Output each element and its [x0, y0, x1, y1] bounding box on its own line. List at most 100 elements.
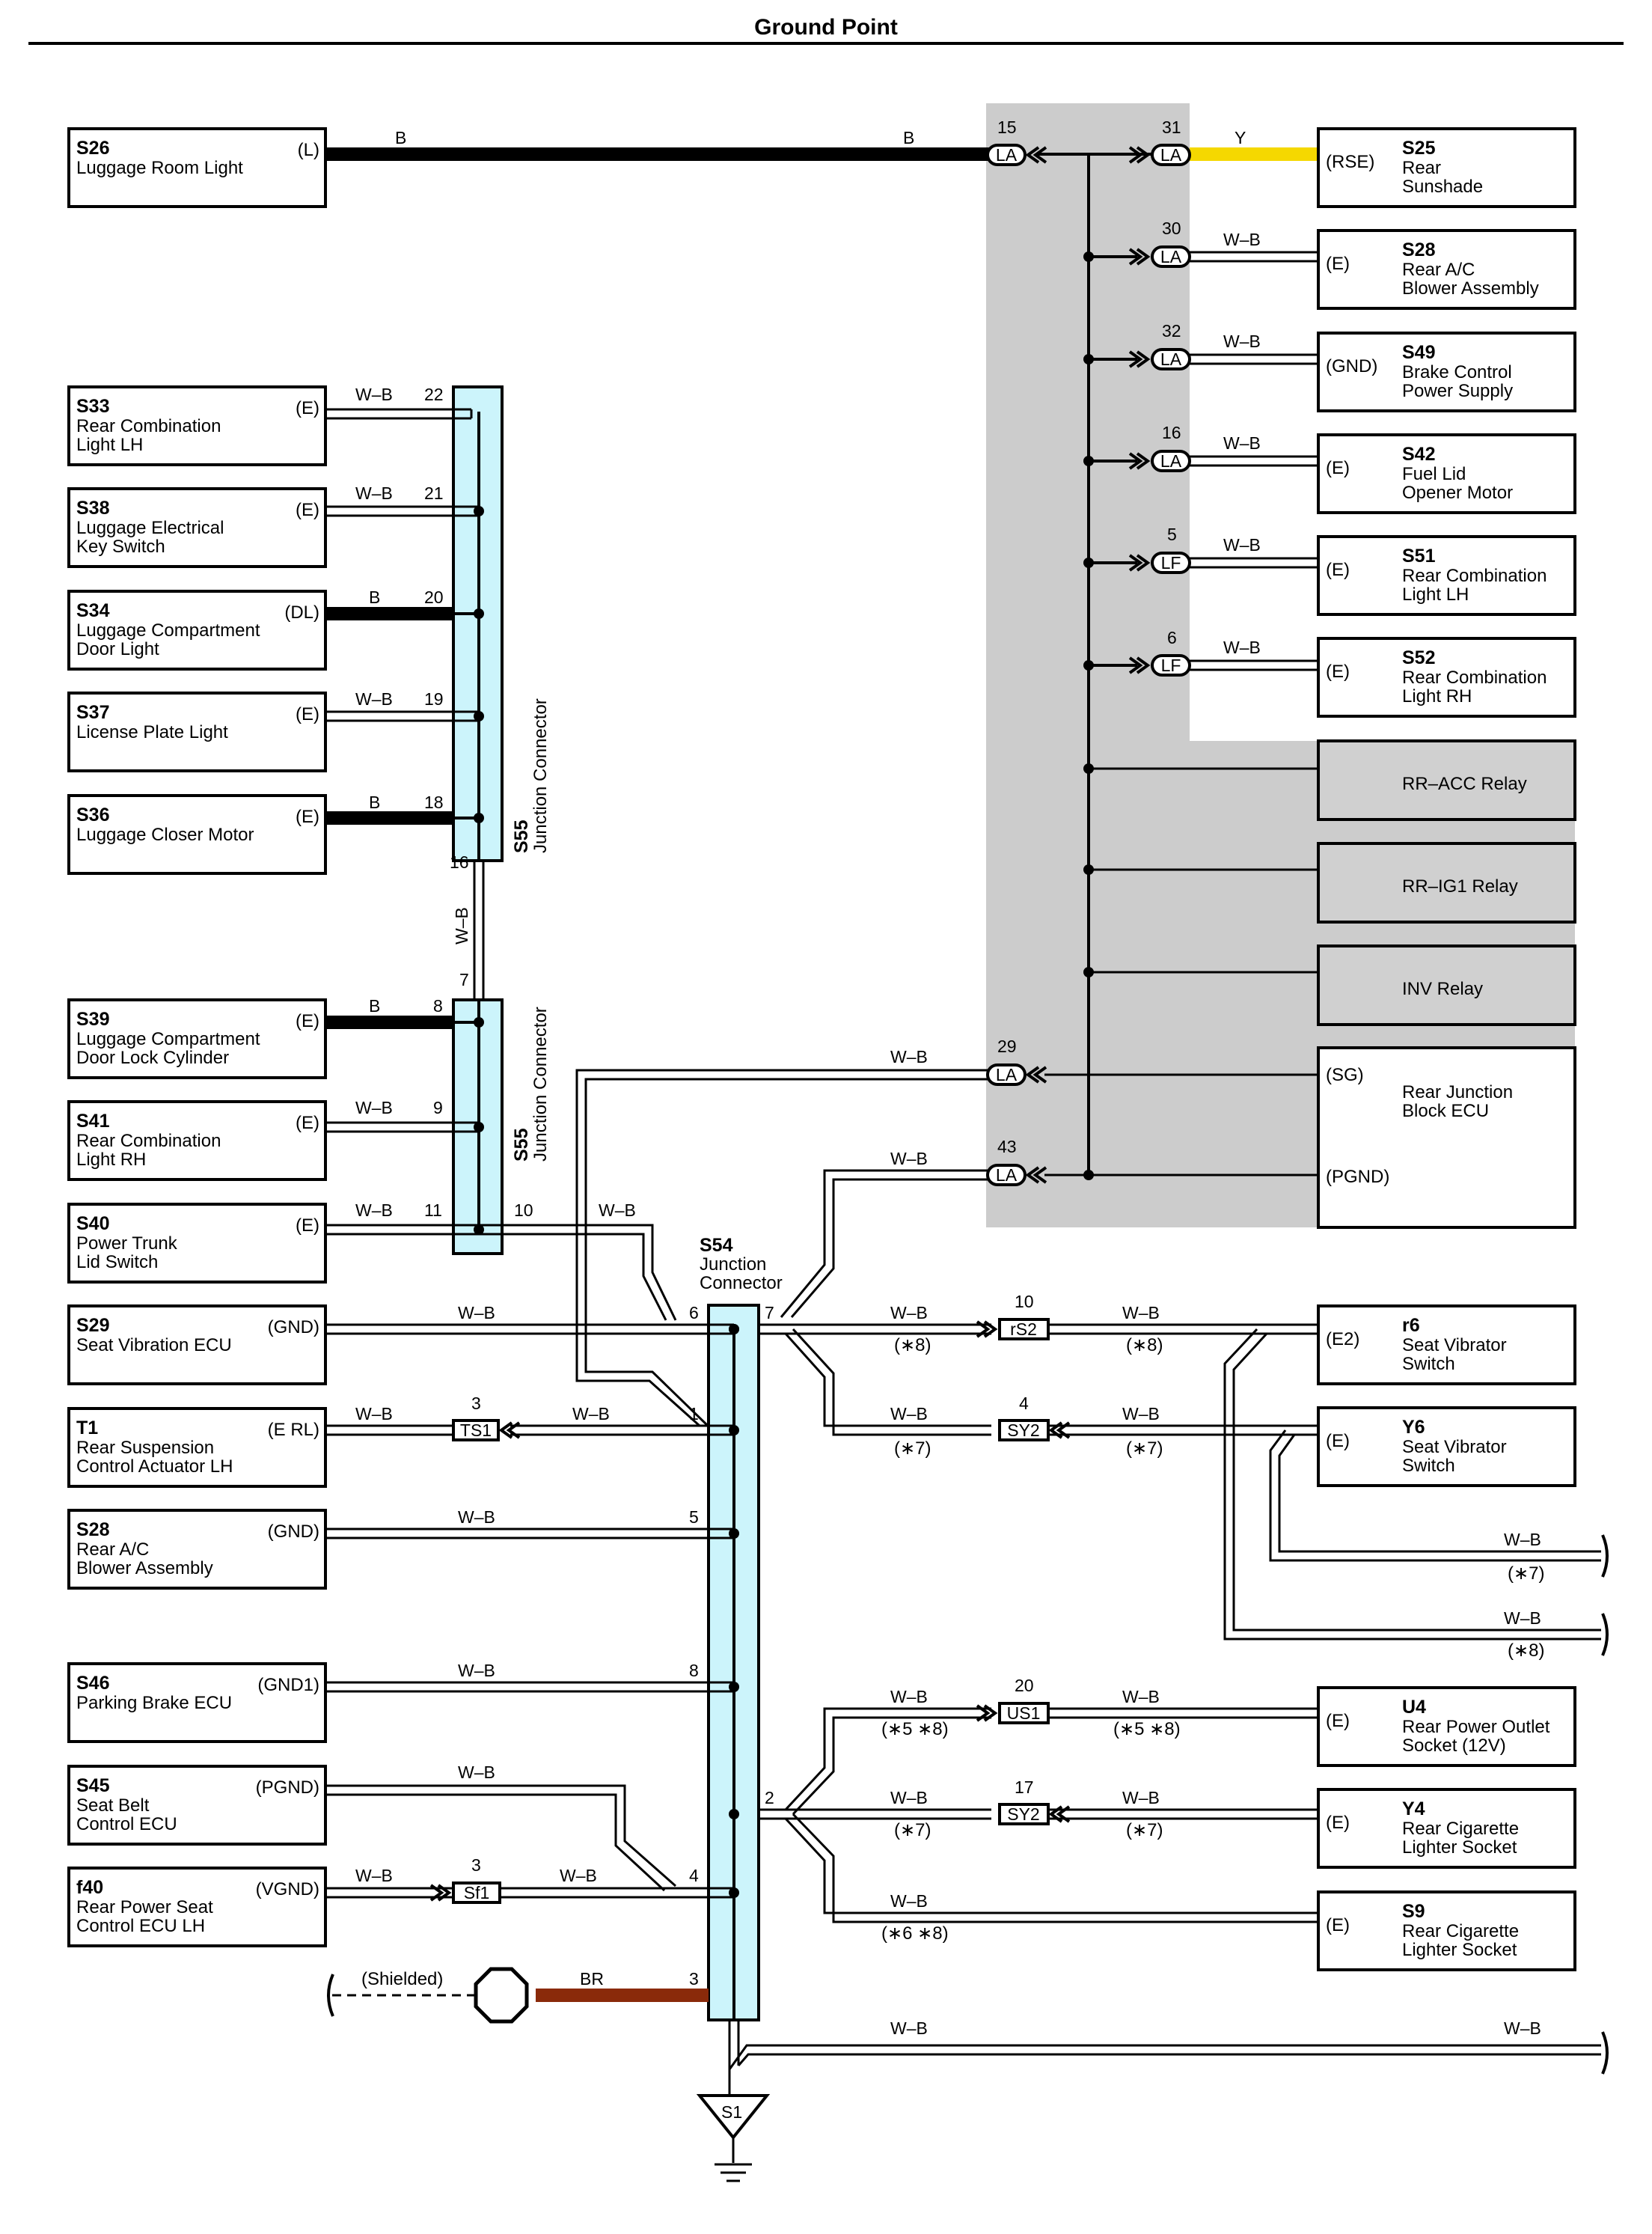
component-code: S40: [76, 1213, 109, 1234]
svg-text:(∗7): (∗7): [1508, 1563, 1544, 1584]
connector-la15: LA: [986, 144, 1047, 166]
component-name: Luggage Room Light: [76, 158, 243, 178]
svg-text:TS1: TS1: [460, 1420, 492, 1440]
component-name: Rear Cigarette: [1402, 1819, 1519, 1839]
svg-text:LA: LA: [996, 1165, 1018, 1185]
svg-text:16: 16: [1162, 423, 1181, 442]
svg-text:W–B: W–B: [890, 1788, 928, 1807]
component-name: Fuel Lid: [1402, 464, 1466, 484]
wires-s55-lower: [325, 1016, 677, 1321]
component-code: U4: [1402, 1697, 1426, 1718]
svg-text:W–B: W–B: [599, 1200, 636, 1220]
svg-text:S55: S55: [511, 820, 532, 853]
component-name: Switch: [1402, 1456, 1455, 1476]
component-pin: (E): [296, 1113, 319, 1133]
svg-text:W–B: W–B: [458, 1303, 495, 1322]
svg-text:(∗8): (∗8): [1126, 1335, 1163, 1355]
component-pin: (E): [296, 704, 319, 724]
svg-text:US1: US1: [1007, 1703, 1041, 1723]
svg-text:(PGND): (PGND): [1326, 1167, 1389, 1187]
svg-text:8: 8: [689, 1661, 699, 1680]
svg-text:20: 20: [1015, 1676, 1034, 1695]
svg-text:4: 4: [1019, 1394, 1029, 1413]
component-name: Rear Combination: [1402, 566, 1547, 586]
svg-text:3: 3: [471, 1394, 481, 1413]
s55-lower-label: S55 Junction Connector: [511, 1007, 551, 1162]
wires-s54-left-labels: W–B 6 W–B W–B 1 W–B 5 W–B 8 W–B W–B W–B …: [355, 1303, 699, 1989]
svg-text:(∗5 ∗8): (∗5 ∗8): [1113, 1719, 1181, 1739]
component-name: Light RH: [1402, 686, 1472, 706]
pin-label: 31: [1162, 118, 1181, 137]
shield-ground-symbol: [327, 1967, 529, 2024]
wires-s54-left: [325, 1323, 739, 2002]
svg-text:6: 6: [689, 1303, 699, 1322]
svg-text:W–B: W–B: [355, 1098, 393, 1117]
wires-s55-upper: [325, 408, 484, 825]
component-pin: (DL): [284, 602, 319, 623]
component-name: Light LH: [76, 435, 143, 455]
component-name: Control Actuator LH: [76, 1456, 233, 1477]
svg-text:B: B: [369, 793, 380, 812]
svg-text:SY2: SY2: [1007, 1420, 1039, 1440]
svg-text:W–B: W–B: [890, 1404, 928, 1423]
svg-text:19: 19: [424, 689, 444, 709]
connector-la29: LA 29: [986, 1037, 1047, 1086]
svg-text:W–B: W–B: [1504, 1530, 1541, 1549]
svg-text:W–B: W–B: [355, 483, 393, 503]
svg-text:32: 32: [1162, 321, 1181, 341]
svg-text:9: 9: [433, 1098, 443, 1117]
svg-text:W–B: W–B: [355, 689, 393, 709]
component-code: S28: [76, 1519, 110, 1540]
component-code: Y6: [1402, 1417, 1425, 1438]
wire-color-label: B: [395, 128, 406, 147]
relay-rr-acc: RR–ACC Relay: [1317, 739, 1576, 821]
component-name: Lighter Socket: [1402, 1837, 1517, 1858]
wires-s55-upper-labels: W–B 22 W–B 21 B 20 W–B 19 B 18: [355, 385, 444, 812]
wire-color-label: Y: [1235, 128, 1246, 147]
component-code: r6: [1402, 1315, 1420, 1336]
svg-text:SY2: SY2: [1007, 1804, 1039, 1824]
wire-continuation-mark: [1601, 2031, 1609, 2075]
component-code: S34: [76, 600, 110, 621]
component-name: Rear Power Seat: [76, 1897, 213, 1917]
rear-junction-block-ecu: (SG) (PGND) Rear Junction Block ECU: [1317, 1046, 1576, 1229]
component-name: Seat Belt: [76, 1795, 150, 1816]
wire-la29-s54-1: [575, 1069, 988, 1427]
s54-label: S54 Junction Connector: [700, 1235, 783, 1293]
component-pin: (E): [296, 500, 319, 520]
svg-text:W–B: W–B: [355, 1200, 393, 1220]
component-pin: (E): [1326, 1813, 1350, 1833]
svg-text:Junction Connector: Junction Connector: [530, 1007, 551, 1162]
svg-text:B: B: [369, 588, 380, 607]
svg-text:(SG): (SG): [1326, 1065, 1364, 1085]
svg-text:Junction Connector: Junction Connector: [530, 698, 551, 853]
ground-point-s1: [696, 2020, 1601, 2182]
wire-continuation-mark: [1601, 1534, 1609, 1578]
component-code: S33: [76, 396, 109, 417]
svg-text:Connector: Connector: [700, 1273, 783, 1293]
component-pin: (VGND): [256, 1879, 319, 1899]
svg-text:7: 7: [459, 970, 469, 989]
component-name: Luggage Compartment: [76, 620, 260, 641]
svg-text:W–B: W–B: [1223, 433, 1261, 453]
relay-inv: INV Relay: [1317, 944, 1576, 1026]
svg-text:7: 7: [765, 1303, 774, 1322]
wires-s55-lower-labels: B 8 W–B 9 W–B 11 10 W–B: [355, 996, 636, 1220]
component-pin: (E): [1326, 1431, 1350, 1451]
component-name: Light LH: [1402, 585, 1469, 605]
component-name: License Plate Light: [76, 722, 228, 742]
component-name: Luggage Compartment: [76, 1029, 260, 1049]
component-code: S26: [76, 138, 109, 159]
svg-text:W–B: W–B: [890, 1687, 928, 1706]
wires-s54-right-labels: 7 2 W–B (∗8) W–B (∗8) W–B (∗7) W–B (∗7) …: [765, 1303, 1544, 1944]
wire-color-label: W–B: [1504, 2018, 1541, 2038]
